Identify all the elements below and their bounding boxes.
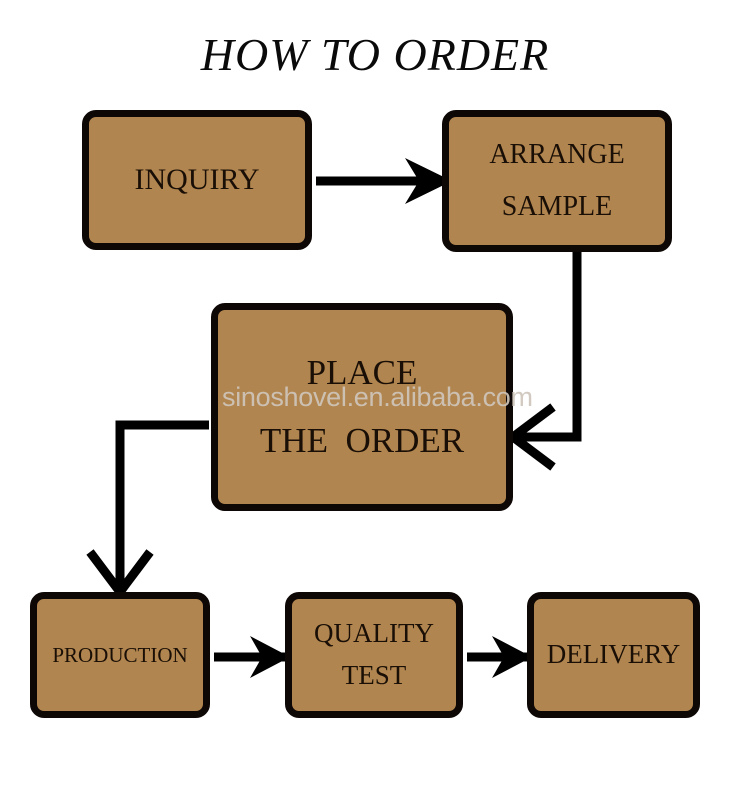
node-delivery[interactable]: DELIVERY — [527, 592, 700, 718]
node-quality-test-label-line2: TEST — [341, 660, 407, 690]
arrow-production-to-quality — [214, 636, 290, 678]
node-arrange-sample[interactable]: ARRANGE SAMPLE — [442, 110, 672, 252]
node-production[interactable]: PRODUCTION — [30, 592, 210, 718]
arrow-arrange-to-place — [505, 250, 582, 471]
node-delivery-label: DELIVERY — [546, 639, 681, 670]
node-arrange-sample-label-line1: ARRANGE — [489, 139, 625, 171]
node-quality-test[interactable]: QUALITY TEST — [285, 592, 463, 718]
node-place-the-order[interactable]: PLACE THE ORDER — [211, 303, 513, 511]
node-place-the-order-label-line1: PLACE — [306, 352, 418, 392]
arrow-quality-to-delivery — [467, 636, 532, 678]
node-inquiry[interactable]: INQUIRY — [82, 110, 312, 250]
page-title: HOW TO ORDER — [200, 29, 550, 80]
node-inquiry-label: INQUIRY — [134, 163, 260, 197]
node-quality-test-label-line1: QUALITY — [314, 618, 434, 649]
node-production-label: PRODUCTION — [52, 642, 188, 667]
node-place-the-order-label-line2: THE ORDER — [259, 421, 465, 460]
arrow-place-to-production — [86, 420, 209, 600]
arrow-inquiry-to-arrange — [316, 158, 452, 204]
node-arrange-sample-label-line2: SAMPLE — [501, 191, 613, 222]
